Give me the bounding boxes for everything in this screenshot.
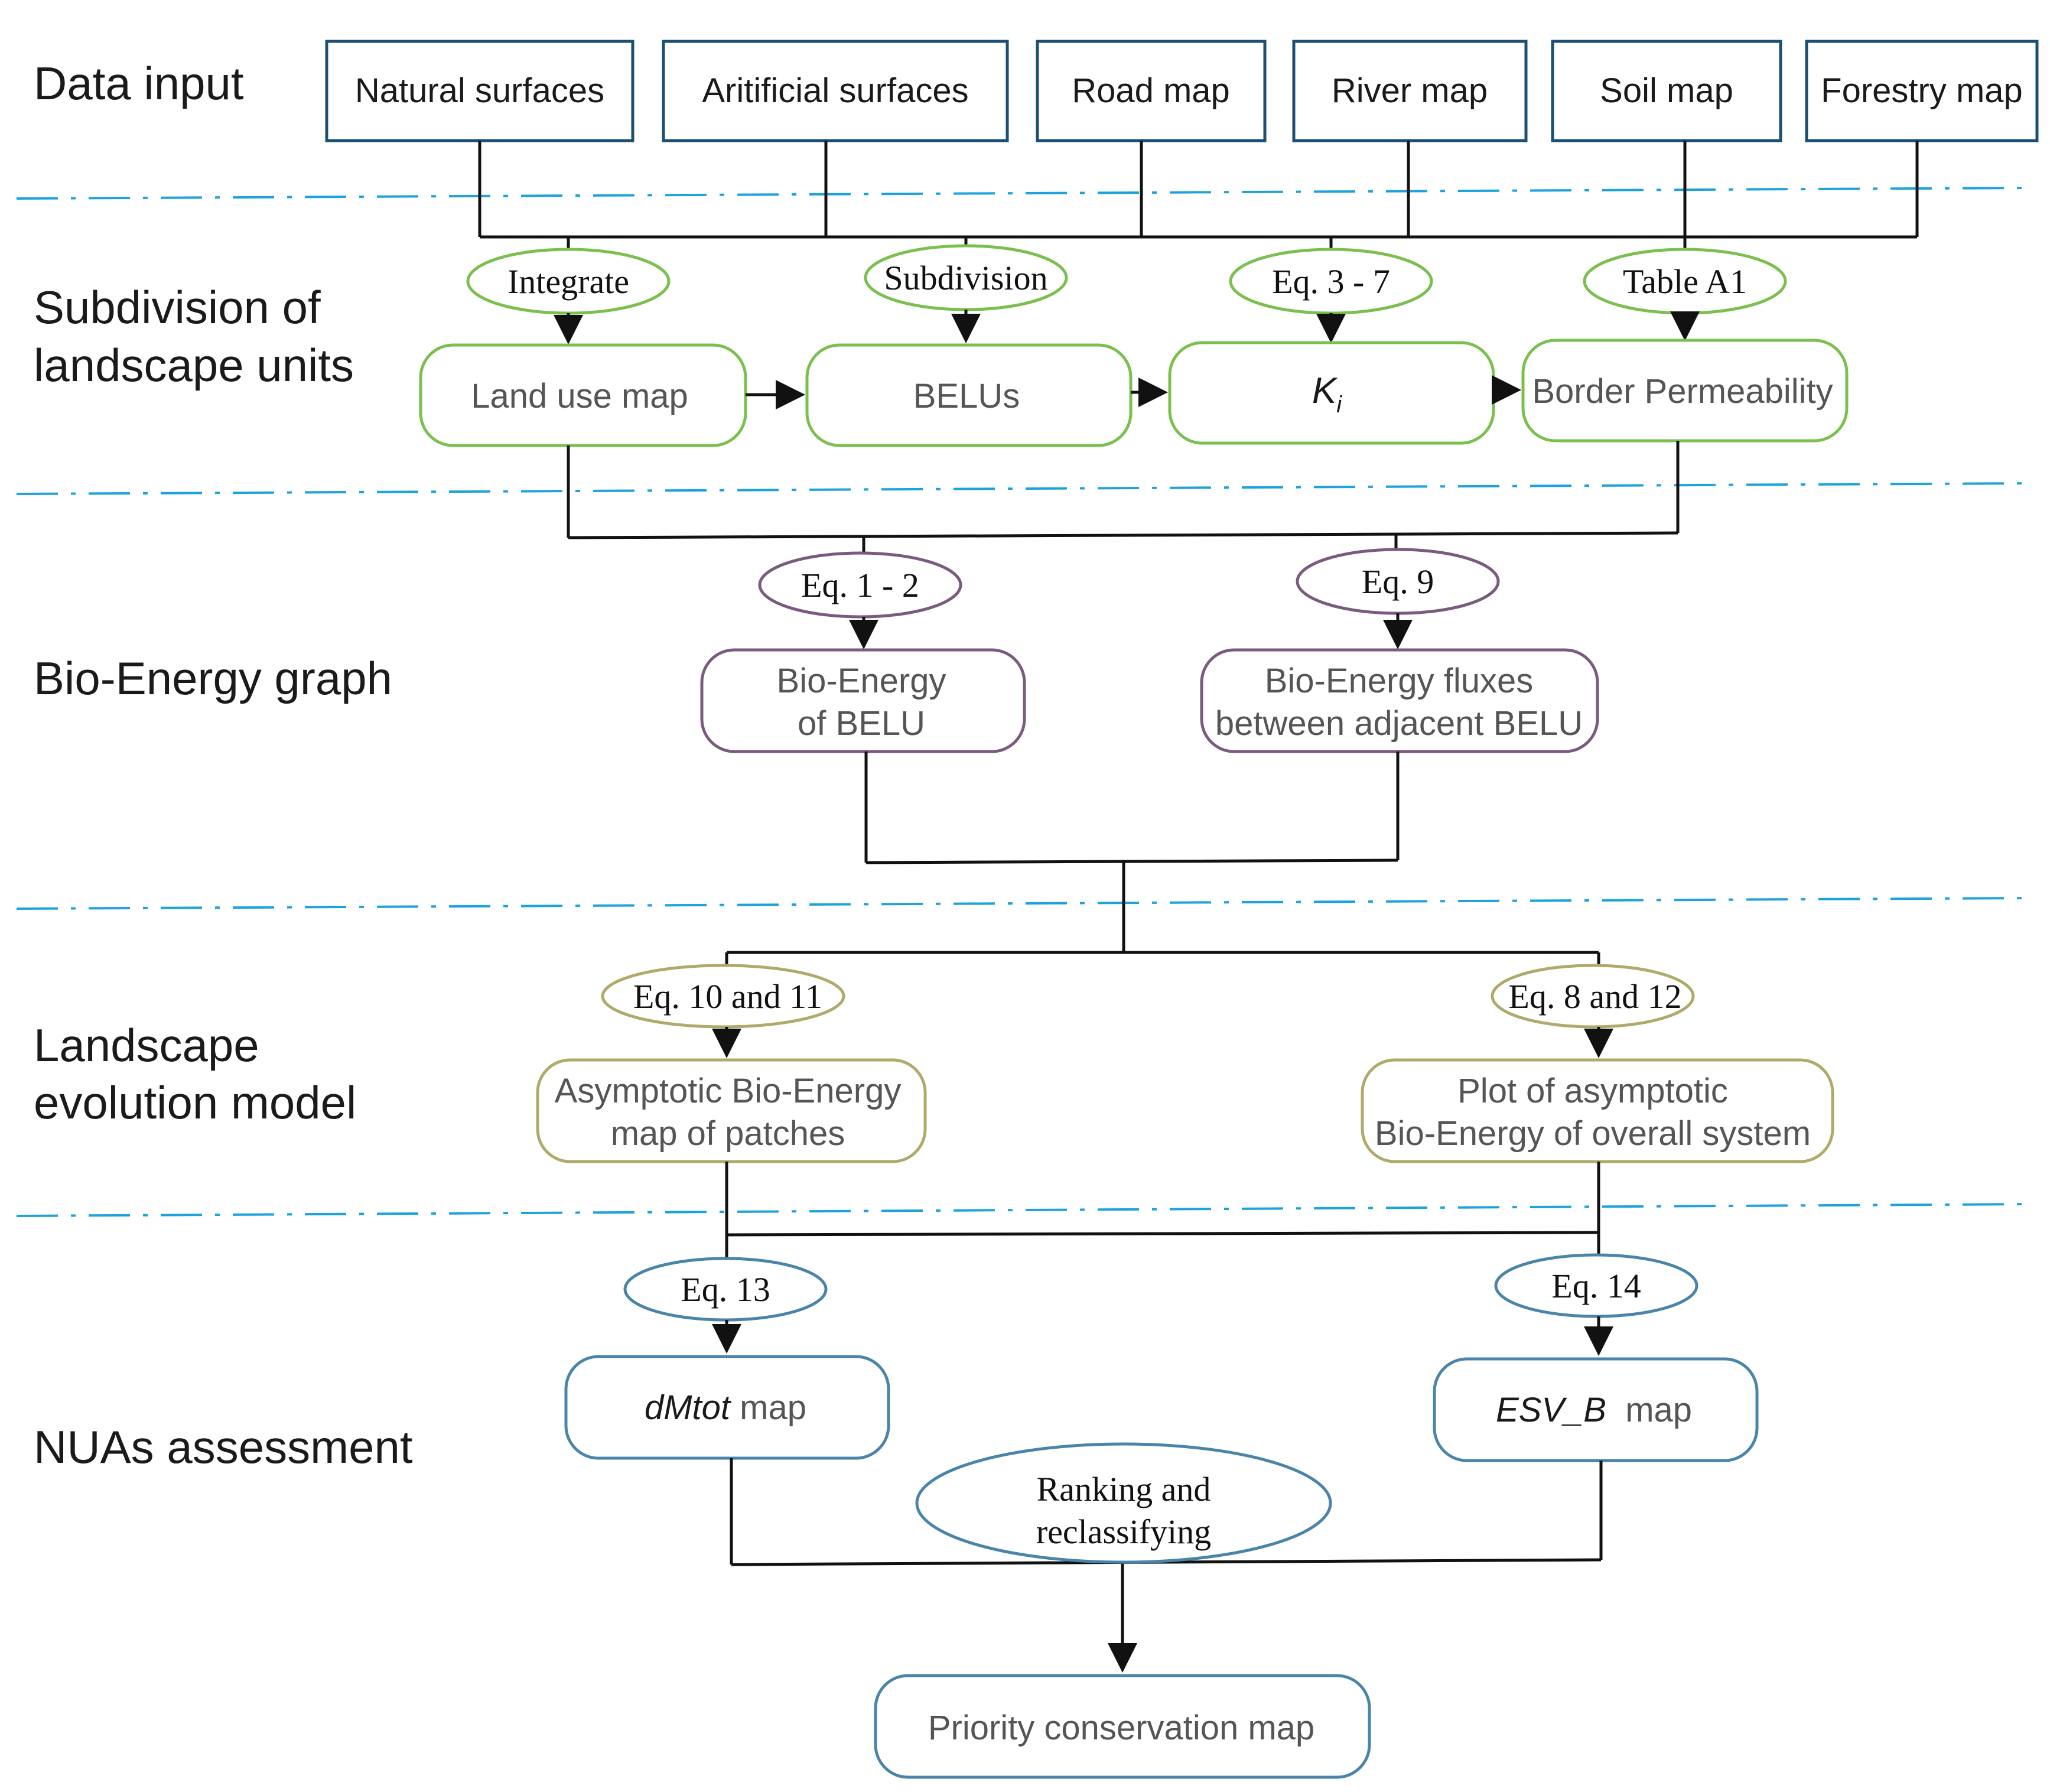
out-bio-energy-fluxes bbox=[1200, 648, 1599, 753]
out-ki-label: Ki bbox=[1312, 370, 1342, 418]
nuas-box-labels: dMtot map ESV_B map bbox=[645, 1388, 1692, 1429]
op-eq-14 bbox=[1494, 1253, 1698, 1318]
op-eq-14-label: Eq. 14 bbox=[1551, 1267, 1641, 1305]
priority-map-group: Priority conservation map bbox=[874, 1674, 1371, 1779]
bio-box-labels: Bio-Energy of BELU Bio-Energy fluxes bet… bbox=[777, 662, 1583, 743]
subdivision-ellipses bbox=[466, 244, 1787, 315]
section-landscape-line1: Landscape bbox=[34, 1019, 259, 1071]
out-belus-label: BELUs bbox=[913, 377, 1020, 415]
op-ranking-line2: reclassifying bbox=[1036, 1513, 1211, 1551]
section-subdivision-line2: landscape units bbox=[34, 339, 354, 391]
subdivision-arrows-down bbox=[554, 310, 1700, 344]
input-soil-map bbox=[1551, 40, 1782, 142]
input-natural-surfaces-label: Natural surfaces bbox=[355, 71, 604, 110]
ki-subscript: i bbox=[1336, 392, 1342, 418]
subdivision-ellipse-labels: Integrate Subdivision Eq. 3 - 7 Table A1 bbox=[507, 259, 1747, 301]
op-subdivision-label: Subdivision bbox=[884, 259, 1047, 297]
esv-italic: ESV_B bbox=[1496, 1391, 1606, 1429]
nuas-arrows-down bbox=[712, 1316, 1613, 1356]
subdivision-box-labels: Land use map BELUs Ki Border Permeabilit… bbox=[471, 370, 1833, 418]
out-asymptotic-map-line1: Asymptotic Bio-Energy bbox=[555, 1072, 902, 1110]
input-artificial-surfaces-label: Aritificial surfaces bbox=[702, 71, 968, 110]
section-data-input: Data input bbox=[34, 57, 244, 109]
op-eq-3-7-label: Eq. 3 - 7 bbox=[1272, 262, 1390, 301]
nuas-ellipses bbox=[623, 1253, 1698, 1322]
subdivision-to-bio-connectors bbox=[567, 441, 1680, 553]
op-eq-9-label: Eq. 9 bbox=[1362, 562, 1434, 601]
op-ranking-line1: Ranking and bbox=[1037, 1470, 1211, 1508]
out-priority-conservation-map bbox=[874, 1674, 1371, 1779]
op-ranking-reclassifying bbox=[915, 1442, 1332, 1564]
input-forestry-map-label: Forestry map bbox=[1821, 71, 2023, 110]
input-road-map-label: Road map bbox=[1072, 71, 1230, 110]
op-integrate-label: Integrate bbox=[507, 262, 629, 301]
landscape-ellipse-labels: Eq. 10 and 11 Eq. 8 and 12 bbox=[633, 977, 1682, 1016]
out-bio-energy-belu bbox=[700, 648, 1026, 753]
op-eq-1-2-label: Eq. 1 - 2 bbox=[801, 566, 919, 604]
input-forestry-map bbox=[1805, 40, 2039, 142]
out-bio-energy-belu-line2: of BELU bbox=[798, 704, 925, 743]
op-eq-1-2 bbox=[758, 551, 962, 619]
section-nuas-assessment: NUAs assessment bbox=[34, 1421, 413, 1473]
esv-rest: map bbox=[1606, 1391, 1692, 1429]
input-artificial-surfaces bbox=[662, 40, 1009, 142]
out-border-permeability-label: Border Permeability bbox=[1532, 372, 1833, 411]
out-bio-energy-fluxes-line2: between adjacent BELU bbox=[1215, 704, 1583, 743]
subdivision-boxes bbox=[419, 339, 1849, 447]
op-table-a1-label: Table A1 bbox=[1623, 262, 1747, 301]
input-labels: Natural surfaces Aritificial surfaces Ro… bbox=[355, 71, 2023, 110]
input-connectors bbox=[478, 141, 1919, 248]
section-dividers bbox=[16, 187, 2033, 1217]
landscape-boxes bbox=[536, 1058, 1834, 1163]
ranking-ellipse-group: Ranking and reclassifying bbox=[915, 1442, 1332, 1564]
landscape-box-labels: Asymptotic Bio-Energy map of patches Plo… bbox=[555, 1072, 1811, 1153]
op-eq-10-11 bbox=[601, 964, 845, 1029]
divider-4 bbox=[16, 1203, 2033, 1217]
op-eq-10-11-label: Eq. 10 and 11 bbox=[633, 977, 822, 1016]
dmtot-rest: map bbox=[730, 1388, 806, 1427]
input-soil-map-label: Soil map bbox=[1600, 71, 1733, 110]
out-bio-energy-belu-line1: Bio-Energy bbox=[777, 662, 946, 700]
bio-ellipse-labels: Eq. 1 - 2 Eq. 9 bbox=[801, 562, 1434, 604]
out-plot-asymptotic-line2: Bio-Energy of overall system bbox=[1375, 1114, 1811, 1153]
bio-arrows-down bbox=[849, 613, 1413, 649]
subdivision-arrows-right bbox=[746, 375, 1521, 409]
nuas-boxes bbox=[564, 1355, 1759, 1462]
input-road-map bbox=[1036, 40, 1267, 142]
section-labels: Data input Subdivision of landscape unit… bbox=[34, 57, 413, 1473]
out-asymptotic-map bbox=[536, 1058, 927, 1163]
op-eq-8-12 bbox=[1491, 964, 1695, 1029]
out-belus bbox=[805, 343, 1133, 447]
out-bio-energy-fluxes-line1: Bio-Energy fluxes bbox=[1265, 662, 1534, 700]
op-eq-13-label: Eq. 13 bbox=[681, 1270, 770, 1309]
bio-ellipses bbox=[758, 548, 1500, 619]
divider-2 bbox=[16, 482, 2033, 495]
bio-boxes bbox=[700, 648, 1599, 753]
op-eq-8-12-label: Eq. 8 and 12 bbox=[1508, 977, 1681, 1016]
section-subdivision-line1: Subdivision of bbox=[34, 281, 321, 333]
section-bio-energy-graph: Bio-Energy graph bbox=[34, 652, 392, 704]
dmtot-italic: dMtot bbox=[645, 1388, 732, 1427]
out-dmtot-map-label: dMtot map bbox=[645, 1388, 806, 1427]
nuas-ellipse-labels: Eq. 13 Eq. 14 bbox=[681, 1267, 1641, 1309]
out-priority-conservation-map-label: Priority conservation map bbox=[928, 1709, 1314, 1747]
out-asymptotic-map-line2: map of patches bbox=[611, 1114, 845, 1153]
input-river-map-label: River map bbox=[1332, 71, 1488, 110]
out-border-permeability bbox=[1521, 339, 1849, 443]
ki-main: K bbox=[1312, 370, 1338, 411]
out-plot-asymptotic-line1: Plot of asymptotic bbox=[1457, 1072, 1728, 1110]
out-dmtot-map bbox=[564, 1355, 890, 1460]
landscape-arrows-down bbox=[712, 1027, 1613, 1058]
out-esv-b-map-label: ESV_B map bbox=[1496, 1391, 1692, 1429]
bio-to-landscape-connectors bbox=[725, 752, 1600, 967]
section-landscape-line2: evolution model bbox=[34, 1076, 356, 1128]
divider-1 bbox=[16, 187, 2033, 200]
landscape-to-nuas-connectors bbox=[725, 1162, 1600, 1270]
landscape-ellipses bbox=[601, 964, 1695, 1029]
divider-3 bbox=[16, 897, 2033, 910]
out-land-use-map-label: Land use map bbox=[471, 377, 688, 415]
out-esv-b-map bbox=[1433, 1357, 1759, 1462]
